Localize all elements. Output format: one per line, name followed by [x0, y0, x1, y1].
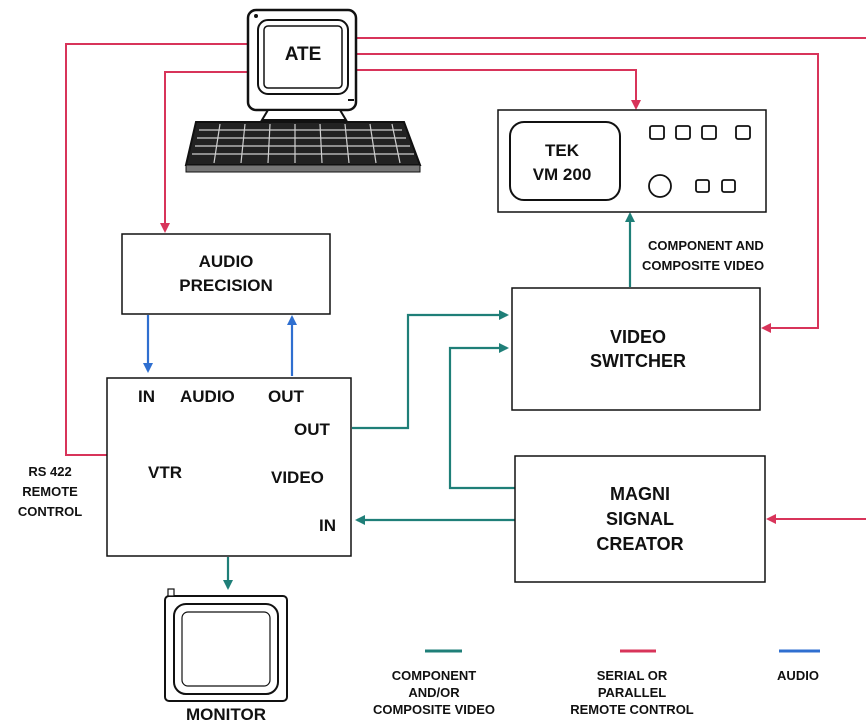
vtr-video-label: VIDEO — [271, 468, 324, 487]
magni-signal-creator-box — [514, 455, 766, 583]
rs422-line1: RS 422 — [28, 464, 71, 479]
vtr-video-in-label: IN — [319, 516, 336, 535]
tek-label-line2: VM 200 — [533, 165, 592, 184]
tek-knob-icon — [648, 174, 672, 198]
magni-line3: CREATOR — [596, 534, 683, 554]
ate-to-audio-precision-line — [160, 71, 250, 233]
legend-label-video-line3: COMPOSITE VIDEO — [373, 702, 495, 717]
rs422-control-line — [65, 43, 250, 456]
legend-label-audio: AUDIO — [777, 668, 819, 683]
ate-to-switcher-line — [354, 53, 819, 333]
tek-label-line1: TEK — [545, 141, 580, 160]
keyboard-icon — [184, 121, 422, 173]
vtr-audio-label: AUDIO — [180, 387, 235, 406]
vtr-out-to-switcher-line — [352, 310, 509, 430]
legend-label-control-line3: REMOTE CONTROL — [570, 702, 694, 717]
vtr-audio-out-label: OUT — [268, 387, 305, 406]
tek-button — [675, 125, 691, 140]
legend: COMPONENT AND/OR COMPOSITE VIDEO SERIAL … — [373, 649, 820, 717]
rs422-line2: REMOTE — [22, 484, 78, 499]
monitor-label: MONITOR — [186, 705, 266, 724]
video-switcher-line1: VIDEO — [610, 327, 666, 347]
tek-button — [695, 179, 710, 193]
vtr-box — [106, 377, 352, 557]
audio-precision-line2: PRECISION — [179, 276, 273, 295]
legend-label-video-line2: AND/OR — [408, 685, 460, 700]
magni-to-switcher-line — [448, 343, 515, 490]
vtr-video-out-label: OUT — [294, 420, 331, 439]
ate-computer-icon — [246, 8, 358, 121]
ate-to-tek-line — [354, 69, 641, 110]
rs422-line3: CONTROL — [18, 504, 82, 519]
audio-precision-box — [121, 233, 331, 315]
video-switcher-line2: SWITCHER — [590, 351, 686, 371]
monitor-icon — [164, 588, 288, 702]
tek-button — [701, 125, 717, 140]
vtr-audio-in-label: IN — [138, 387, 155, 406]
component-label-line1: COMPONENT AND — [648, 238, 764, 253]
legend-label-video-line1: COMPONENT — [392, 668, 477, 683]
component-label-line2: COMPOSITE VIDEO — [642, 258, 764, 273]
audio-precision-line1: AUDIO — [199, 252, 254, 271]
vtr-name-label: VTR — [148, 463, 182, 482]
legend-label-control-line2: PARALLEL — [598, 685, 666, 700]
ate-label: ATE — [285, 44, 322, 65]
tek-button — [721, 179, 736, 193]
tek-button — [735, 125, 751, 140]
tek-screen — [509, 121, 621, 201]
video-switcher-box — [511, 287, 761, 411]
legend-label-control-line1: SERIAL OR — [597, 668, 668, 683]
magni-line2: SIGNAL — [606, 509, 674, 529]
magni-line1: MAGNI — [610, 484, 670, 504]
tek-button — [649, 125, 665, 140]
